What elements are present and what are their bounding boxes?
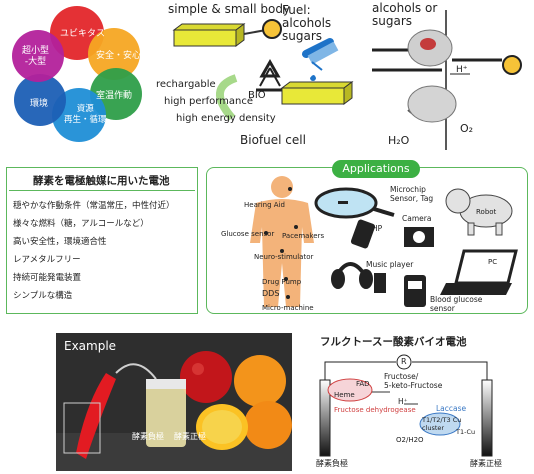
fad-label: FAD [356, 380, 370, 388]
enzyme-protein-icon [407, 29, 457, 123]
high-performance-label: high performance [164, 96, 254, 107]
alcohols-sugars-label: alcohols or sugars [372, 1, 438, 28]
battery-top-icon [172, 19, 282, 47]
heme-label: Heme [334, 391, 355, 399]
fructose-label: Fructose/ 5-keto-Fructose [384, 372, 443, 390]
circle-label-environment: 環境 [30, 99, 49, 109]
o2-label: O₂ [460, 122, 474, 135]
laccase-enzyme [419, 412, 461, 436]
fuel-label: Fuel: alcohols sugars [282, 3, 332, 43]
pipette-icon [302, 38, 339, 81]
circle-label-ubiquitous: ユビキタス [60, 29, 106, 39]
red-device-icon [76, 373, 116, 459]
simple-small-body-label: simple & small body [168, 2, 291, 16]
stand-icon [63, 402, 101, 454]
magnifier-icon [314, 187, 395, 219]
fdh-label: Fructose dehydrogease [334, 406, 416, 414]
app-label-hp: HP [372, 224, 383, 233]
feature-item: 持続可能発電装置 [13, 273, 82, 283]
electrode-diagram [372, 10, 522, 150]
glucose-meter-icon [404, 275, 426, 307]
features-divider [9, 190, 195, 191]
circle-size [12, 30, 64, 82]
resistor-icon [396, 354, 412, 370]
feature-item: レアメタルフリー [13, 255, 81, 265]
biofuel-cell-illustration [172, 10, 522, 150]
battery-bottom-icon [280, 81, 354, 105]
circle-label-resource: 資源 再生・循環 [64, 104, 107, 125]
high-energy-density-label: high energy density [176, 113, 276, 124]
cathode-electrode [481, 379, 493, 457]
biofuel-cell-title: Biofuel cell [240, 133, 306, 147]
phone-icon [350, 219, 376, 249]
app-label-micro-machine: Micro-machine [262, 304, 314, 312]
app-label-pc: PC [488, 258, 498, 266]
wire-left [324, 361, 396, 380]
fdh-enzyme [327, 378, 373, 402]
app-label-blood-glucose: Blood glucose sensor [430, 295, 483, 313]
app-label-glucose-sensor: Glucose sensor [221, 230, 275, 238]
music-player-icon [374, 273, 386, 293]
anode-cell-label: 酵素負極 [316, 459, 348, 468]
recycle-icon [256, 58, 284, 92]
app-label-pacemakers: Pacemakers [282, 232, 325, 240]
bio-label: BIO [248, 90, 266, 101]
feature-item: 様々な燃料（糖，アルコールなど） [13, 219, 149, 229]
features-title: 酵素を電極触媒に用いた電池 [33, 175, 170, 187]
fructose-cell-title: フルクトースー酸素バイオ電池 [320, 336, 467, 348]
circle-label-size: 超小型 -大型 [22, 46, 50, 67]
wire-right [412, 361, 488, 380]
circle-label-safety: 安全・安心 [96, 51, 142, 61]
t1cu-label: T1-Cu [456, 428, 476, 436]
rechargable-label: rechargable [156, 79, 216, 90]
app-label-microchip: Microchip Sensor, Tag [390, 185, 434, 203]
feature-item: シンプルな構造 [13, 291, 73, 301]
implant-dots-icon [264, 187, 298, 299]
app-label-hearing-aid: Hearing Aid [244, 201, 285, 209]
app-label-music-player: Music player [366, 260, 414, 269]
app-label-camera: Camera [402, 214, 432, 223]
apple-icon [180, 351, 232, 403]
feature-item: 高い安全性，環境適合性 [13, 237, 107, 247]
applications-tab: Applications [332, 160, 420, 178]
human-body-icon [250, 176, 314, 307]
features-box: 酵素を電極触媒に用いた電池 穏やかな作動条件（常温常圧，中性付近） 様々な燃料（… [6, 167, 198, 314]
cluster-label: T1/T2/T3 Cu cluster [422, 416, 462, 432]
cathode-cell-label: 酵素正極 [470, 459, 502, 468]
circle-label-room-temp: 室温作動 [96, 91, 133, 101]
h-plus-cell-label: H⁺ [398, 397, 408, 406]
wire-icon [115, 363, 157, 380]
laccase-label: Laccase [436, 404, 467, 413]
fructose-cell-diagram [319, 354, 493, 457]
green-arrow-icon [216, 74, 238, 121]
h2o-label: H₂O [388, 134, 410, 147]
feature-item: 穏やかな作動条件（常温常圧，中性付近） [13, 201, 175, 211]
h-plus-label: H⁺ [456, 65, 468, 75]
o2h2o-label: O2/H2O [396, 436, 424, 444]
app-label-neuro-stimulator: Neuro-stimulator [254, 253, 314, 261]
example-label: Example [64, 339, 117, 353]
applications-illustration [250, 176, 518, 307]
resistor-label: R [401, 357, 407, 366]
orange-icon [196, 355, 292, 450]
headphones-icon [331, 262, 373, 289]
robot-icon [445, 188, 513, 236]
app-label-dds: DDS [262, 289, 280, 298]
circle-environment [14, 74, 66, 126]
app-label-robot: Robot [476, 208, 497, 216]
cathode-photo-label: 酵素正極 [174, 432, 206, 441]
laptop-icon [440, 249, 518, 295]
example-photo-scene [56, 333, 292, 471]
camera-icon [404, 227, 434, 247]
example-photo: Example 酵素負極 酵素正極 [56, 333, 292, 471]
beaker-icon [146, 379, 186, 447]
app-label-drug-pump: Drug Pump [262, 278, 302, 286]
anode-photo-label: 酵素負極 [132, 432, 164, 441]
